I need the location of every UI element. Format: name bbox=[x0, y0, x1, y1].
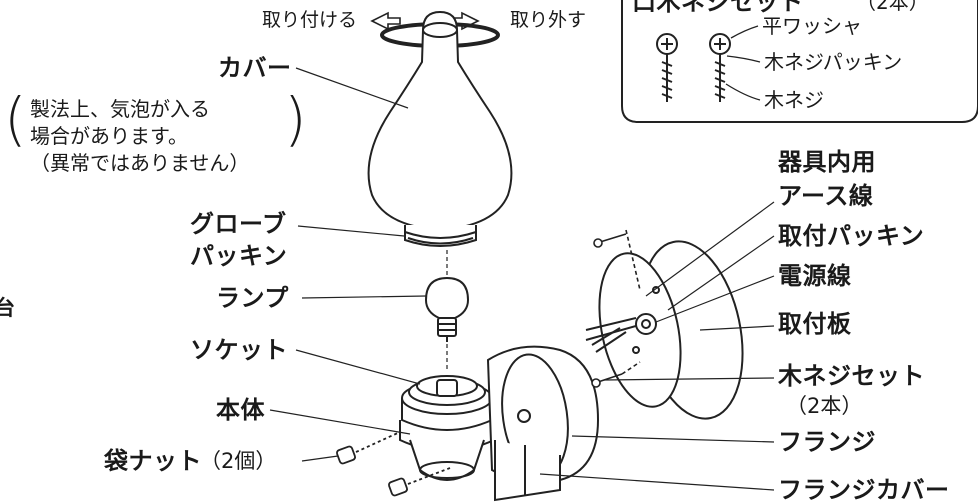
edge-fragment-label: 台 bbox=[0, 296, 15, 320]
screw-packing-label: 木ネジパッキン bbox=[764, 50, 903, 74]
flange-label: フランジ bbox=[778, 428, 876, 456]
globe-packing-label-1: グローブ bbox=[190, 210, 287, 238]
mount-screws bbox=[591, 229, 641, 388]
note-close-paren: ) bbox=[284, 85, 307, 153]
body-part bbox=[399, 375, 495, 481]
washer-label: 平ワッシャ bbox=[762, 14, 862, 38]
wood-screw-label: 木ネジ bbox=[764, 88, 824, 112]
mount-packing-label: 取付パッキン bbox=[778, 222, 925, 250]
note-line-2: 場合があります。 bbox=[30, 124, 188, 148]
flange-cover-label: フランジカバー bbox=[778, 476, 950, 504]
flange-part bbox=[486, 345, 600, 502]
attach-label: 取り付ける bbox=[262, 9, 358, 31]
cap-nuts bbox=[336, 431, 451, 497]
lamp-part bbox=[424, 276, 470, 342]
leader-lines-left bbox=[269, 67, 427, 462]
screw-set-count: （2本） bbox=[856, 0, 929, 14]
wood-screw-set-count: （2本） bbox=[786, 394, 863, 418]
cap-nut-label: 袋ナット bbox=[104, 447, 202, 475]
note-line-3: （異常ではありません） bbox=[30, 151, 250, 175]
cover-part bbox=[367, 10, 513, 247]
wood-screw-icon-2 bbox=[709, 33, 731, 102]
mount-plate-label: 取付板 bbox=[778, 310, 852, 338]
wood-screw-icon bbox=[656, 33, 678, 102]
ground-wire-label-2: アース線 bbox=[778, 182, 874, 210]
bubble-note: 製法上、気泡が入る 場合があります。 （異常ではありません） bbox=[30, 96, 249, 177]
mount-plate-part bbox=[585, 240, 744, 420]
leader-lines-right bbox=[539, 201, 775, 491]
cap-nut-count: （2個） bbox=[200, 449, 277, 473]
socket-label: ソケット bbox=[190, 336, 288, 364]
note-line-1: 製法上、気泡が入る bbox=[30, 97, 210, 121]
detach-label: 取り外す bbox=[510, 9, 587, 31]
note-open-paren: ( bbox=[4, 85, 27, 153]
power-wire-label: 電源線 bbox=[778, 262, 852, 290]
ground-wire-label-1: 器具内用 bbox=[778, 148, 876, 176]
wood-screw-set-label: 木ネジセット bbox=[778, 362, 925, 390]
screw-set-title: 口木ネジセット bbox=[632, 0, 804, 16]
lamp-label: ランプ bbox=[216, 284, 289, 312]
cover-label: カバー bbox=[218, 54, 292, 82]
globe-packing-label-2: パッキン bbox=[190, 242, 288, 270]
body-label: 本体 bbox=[216, 396, 265, 424]
screw-set-box bbox=[621, 0, 978, 123]
